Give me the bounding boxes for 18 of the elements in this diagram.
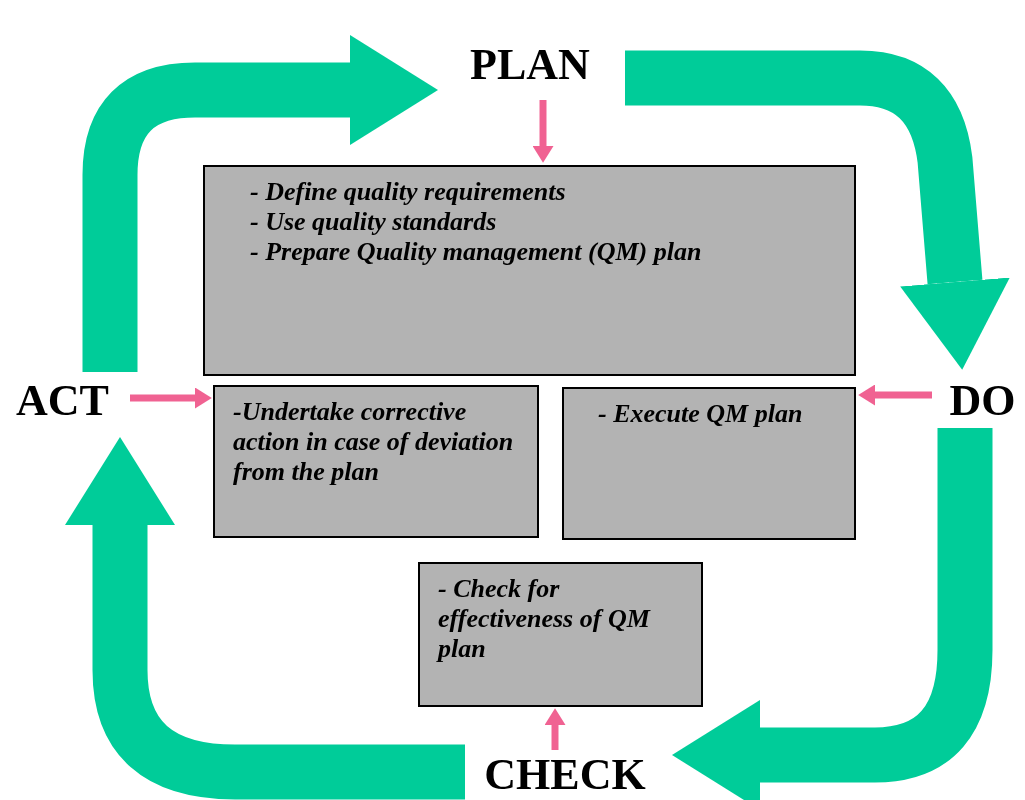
bullet-text: - Define quality requirements <box>250 177 567 207</box>
curved-arrow <box>82 35 438 372</box>
bullet-text: - Check for effectiveness of QM plan <box>438 574 652 664</box>
curved-arrow <box>65 437 465 800</box>
bullet-text: - Prepare Quality management (QM) plan <box>250 237 703 267</box>
text-box <box>418 562 703 707</box>
curved-arrow <box>672 428 993 800</box>
bullet-text: - Execute QM plan <box>598 399 804 429</box>
bullet-text: -Undertake corrective action in case of deviation from the plan <box>233 397 515 487</box>
text-box <box>203 165 856 376</box>
stage-label: CHECK <box>460 752 670 798</box>
stage-label: DO <box>935 378 1025 424</box>
text-box <box>213 385 539 538</box>
curved-arrow <box>625 50 1010 370</box>
bullet-text: - Use quality standards <box>250 207 498 237</box>
stage-label: PLAN <box>440 42 620 88</box>
text-box <box>562 387 856 540</box>
stage-label: ACT <box>5 378 120 424</box>
